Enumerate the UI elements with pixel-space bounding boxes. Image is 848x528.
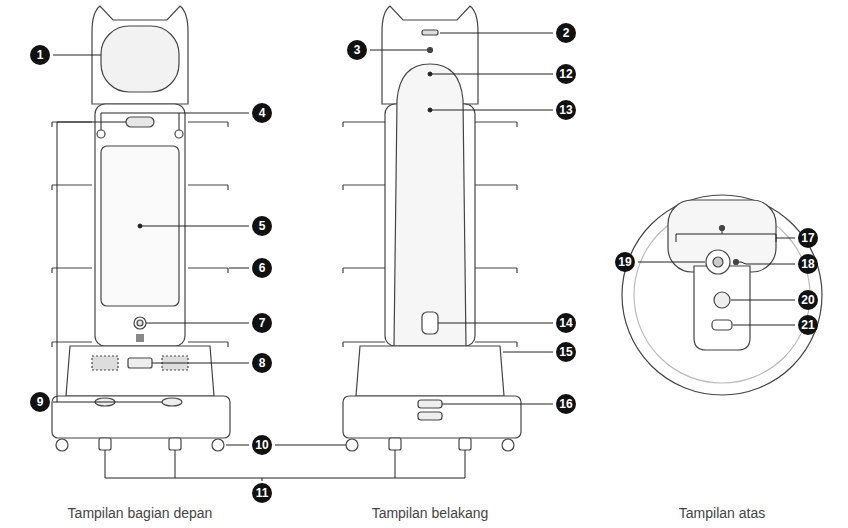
caster xyxy=(389,438,401,450)
leader-line xyxy=(105,450,465,481)
camera xyxy=(97,130,105,138)
bottom-sensor xyxy=(162,398,182,406)
upper-base xyxy=(66,346,214,396)
view-caption: Tampilan bagian depan xyxy=(68,505,213,521)
sensor-window xyxy=(712,320,732,330)
callout-number: 12 xyxy=(556,64,576,84)
lower-base xyxy=(343,396,521,438)
leader-line xyxy=(229,268,249,269)
camera-lens xyxy=(713,257,723,267)
callout-number: 16 xyxy=(556,394,576,414)
back-view xyxy=(343,6,521,451)
leader-line xyxy=(503,352,553,353)
callout-number: 15 xyxy=(556,342,576,362)
leader-line xyxy=(638,262,705,263)
leader-line xyxy=(731,300,795,301)
caster xyxy=(169,438,181,450)
base-inner xyxy=(634,207,810,383)
callout-number: 8 xyxy=(252,353,272,373)
back-cover xyxy=(394,64,466,346)
front-view xyxy=(52,6,230,451)
button xyxy=(134,317,146,329)
wheel xyxy=(56,439,68,451)
speaker-grill xyxy=(92,356,118,370)
upper-base xyxy=(356,346,504,396)
callout-number: 10 xyxy=(252,435,272,455)
indicator xyxy=(428,48,433,53)
view-caption: Tampilan belakang xyxy=(372,505,489,521)
wheel xyxy=(502,439,514,451)
wheel xyxy=(346,439,358,451)
callout-number: 17 xyxy=(798,228,818,248)
callout-number: 19 xyxy=(615,252,635,272)
leader-line xyxy=(438,323,553,324)
callout-number: 11 xyxy=(252,483,272,503)
top-view xyxy=(622,195,822,395)
sensor-dot xyxy=(734,260,739,265)
sensor-pill xyxy=(126,117,154,127)
leader-line xyxy=(739,262,795,264)
face-panel xyxy=(101,26,179,92)
callout-number: 7 xyxy=(252,313,272,333)
caster xyxy=(99,438,111,450)
leader-dot xyxy=(138,224,142,228)
wheel xyxy=(212,439,224,451)
leader-line xyxy=(140,226,249,227)
leader-lines xyxy=(53,33,795,481)
leader-line xyxy=(440,33,553,34)
caster xyxy=(459,438,471,450)
leader-dot xyxy=(428,108,432,112)
leader-line xyxy=(53,55,101,56)
leader-line xyxy=(370,50,427,51)
callout-number: 4 xyxy=(252,103,272,123)
callout-number: 18 xyxy=(798,254,818,274)
callout-number: 5 xyxy=(252,216,272,236)
head xyxy=(92,6,188,104)
leader-line xyxy=(733,325,795,326)
leader-line xyxy=(152,363,249,364)
callout-number: 13 xyxy=(556,100,576,120)
handle-slot xyxy=(418,412,442,420)
head-top xyxy=(668,200,776,272)
leader-dot xyxy=(428,72,432,76)
handle-slot xyxy=(418,400,442,408)
base-outline xyxy=(622,195,822,395)
leader-line xyxy=(442,404,553,405)
leader-line xyxy=(146,323,249,324)
callout-number: 6 xyxy=(252,258,272,278)
leader-line xyxy=(226,445,346,446)
view-caption: Tampilan atas xyxy=(679,505,765,521)
logo-mark xyxy=(136,334,144,342)
body-top xyxy=(694,266,750,350)
callout-number: 3 xyxy=(347,40,367,60)
callout-number: 21 xyxy=(798,315,818,335)
camera xyxy=(175,130,183,138)
callout-number: 2 xyxy=(556,23,576,43)
leader-line xyxy=(676,231,795,242)
front-sensor xyxy=(128,358,152,368)
leader-line xyxy=(430,110,553,111)
indicator xyxy=(720,226,725,231)
body xyxy=(95,104,185,346)
callout-number: 20 xyxy=(798,290,818,310)
button-inner xyxy=(137,320,143,326)
callout-number: 14 xyxy=(556,313,576,333)
top-slot xyxy=(422,30,438,35)
callout-number: 9 xyxy=(30,392,50,412)
callout-number: 1 xyxy=(30,45,50,65)
back-switch xyxy=(422,312,438,334)
sensor xyxy=(714,292,730,308)
camera xyxy=(706,250,730,274)
leader-line xyxy=(430,74,553,75)
leader-line xyxy=(53,122,162,402)
